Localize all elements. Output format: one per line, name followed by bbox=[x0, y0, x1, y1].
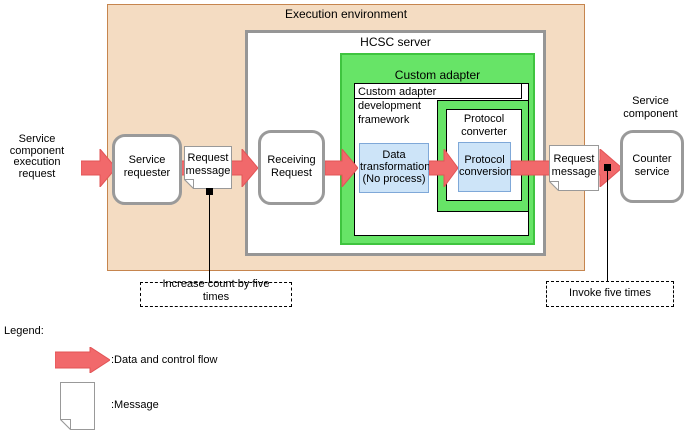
legend-title: Legend: bbox=[4, 325, 44, 337]
connector-line-1 bbox=[209, 195, 210, 283]
counter-service-line2: service bbox=[634, 166, 670, 178]
flow-arrow-request-to-requester bbox=[81, 149, 116, 187]
connector-line-2 bbox=[607, 171, 608, 281]
data-transformation-line1: Data bbox=[382, 149, 406, 161]
callout-increase-count: Increase count by five times bbox=[140, 278, 292, 307]
request-message-doc-2: Request message bbox=[549, 145, 599, 191]
service-requester-box: Service requester bbox=[112, 134, 182, 205]
framework-label-line2: development bbox=[358, 100, 421, 112]
service-requester-line2: requester bbox=[123, 167, 171, 179]
data-transformation-line3: (No process) bbox=[362, 173, 426, 185]
legend-message-icon bbox=[60, 382, 95, 430]
request-message-doc-1: Request message bbox=[184, 146, 232, 189]
framework-title-strip bbox=[354, 83, 522, 99]
request-message-2-label: Request message bbox=[551, 153, 597, 178]
protocol-conversion-line2: conversion bbox=[459, 166, 513, 178]
connector-dot-1 bbox=[206, 188, 213, 195]
flow-arrow-receiving-to-adapter bbox=[325, 149, 358, 187]
counter-service-box: Counter service bbox=[620, 130, 684, 203]
protocol-converter-line1: Protocol bbox=[463, 113, 505, 125]
callout-increase-line1: Increase count by five bbox=[162, 278, 270, 290]
protocol-conversion-box: Protocol conversion bbox=[458, 142, 513, 192]
custom-adapter-label: Custom adapter bbox=[394, 68, 481, 82]
callout-increase-line2: times bbox=[202, 291, 230, 303]
data-transformation-line2: transformation bbox=[360, 161, 431, 173]
protocol-conversion-line1: Protocol bbox=[464, 154, 505, 166]
framework-label: Custom adapter development framework bbox=[358, 85, 436, 127]
service-component-label: Service component bbox=[623, 95, 678, 120]
receiving-request-line1: Receiving bbox=[267, 154, 316, 166]
service-component-execution-request-label: Service component execution request bbox=[9, 133, 65, 180]
counter-service-line1: Counter bbox=[632, 153, 672, 165]
flow-arrow-transformation-to-conversion bbox=[429, 149, 458, 187]
request-message-1-label: Request message bbox=[185, 152, 231, 177]
framework-label-line1: Custom adapter bbox=[358, 86, 437, 98]
receiving-request-box: Receiving Request bbox=[258, 130, 325, 205]
protocol-converter-line2: converter bbox=[461, 126, 507, 138]
service-requester-line1: Service bbox=[128, 154, 166, 166]
message-doc-icon bbox=[549, 145, 599, 191]
receiving-request-line2: Request bbox=[271, 167, 312, 179]
hcsc-server-label: HCSC server bbox=[360, 35, 431, 49]
data-transformation-box: Data transformation (No process) bbox=[359, 143, 431, 193]
execution-environment-label: Execution environment bbox=[284, 7, 408, 21]
legend-message-label: :Message bbox=[111, 399, 159, 411]
legend-flow-arrow-icon bbox=[55, 347, 110, 373]
connector-dot-2 bbox=[604, 164, 611, 171]
callout-invoke-label: Invoke five times bbox=[569, 287, 651, 299]
framework-label-line3: framework bbox=[358, 114, 410, 126]
legend-flow-label: :Data and control flow bbox=[111, 354, 218, 366]
callout-invoke-five-times: Invoke five times bbox=[546, 281, 674, 307]
